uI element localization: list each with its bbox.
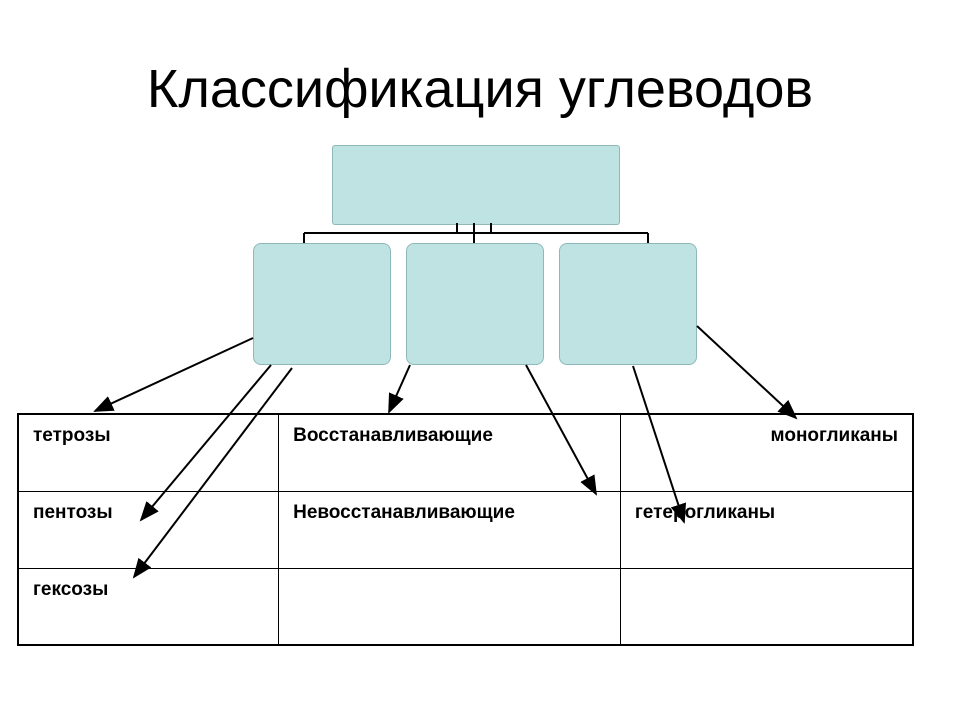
arrows [93, 325, 798, 579]
arrow-to-nonreducing [525, 364, 597, 496]
arrow-to-hexoses [132, 367, 293, 579]
table-cell-empty-3 [619, 567, 914, 646]
table-cell-reducing: Восстанавливающие [278, 413, 621, 492]
table-row: тетрозы Восстанавливающие моногликаны [17, 413, 914, 492]
category-box-3 [559, 243, 697, 365]
table-cell-tetroses: тетрозы [17, 413, 280, 492]
classification-table: тетрозы Восстанавливающие моногликаны пе… [17, 413, 914, 646]
arrow-to-monoglycans [696, 325, 798, 420]
category-box-1 [253, 243, 391, 365]
arrow-to-tetroses [93, 337, 254, 412]
root-category-box [332, 145, 620, 225]
table-cell-empty-2 [278, 567, 621, 646]
category-box-2 [406, 243, 544, 365]
table-cell-heteroglycans: гетерогликаны [619, 490, 914, 569]
table-row: пентозы Невосстанавливающие гетерогликан… [17, 490, 914, 569]
table-cell-nonreducing: Невосстанавливающие [278, 490, 621, 569]
arrow-to-heteroglycans [632, 365, 687, 524]
arrow-to-reducing [388, 364, 411, 414]
table-row: гексозы [17, 567, 914, 646]
tree-connectors [303, 223, 649, 243]
slide-title: Классификация углеводов [146, 59, 814, 119]
table-cell-hexoses: гексозы [17, 567, 280, 646]
arrow-to-pentoses [139, 364, 272, 522]
